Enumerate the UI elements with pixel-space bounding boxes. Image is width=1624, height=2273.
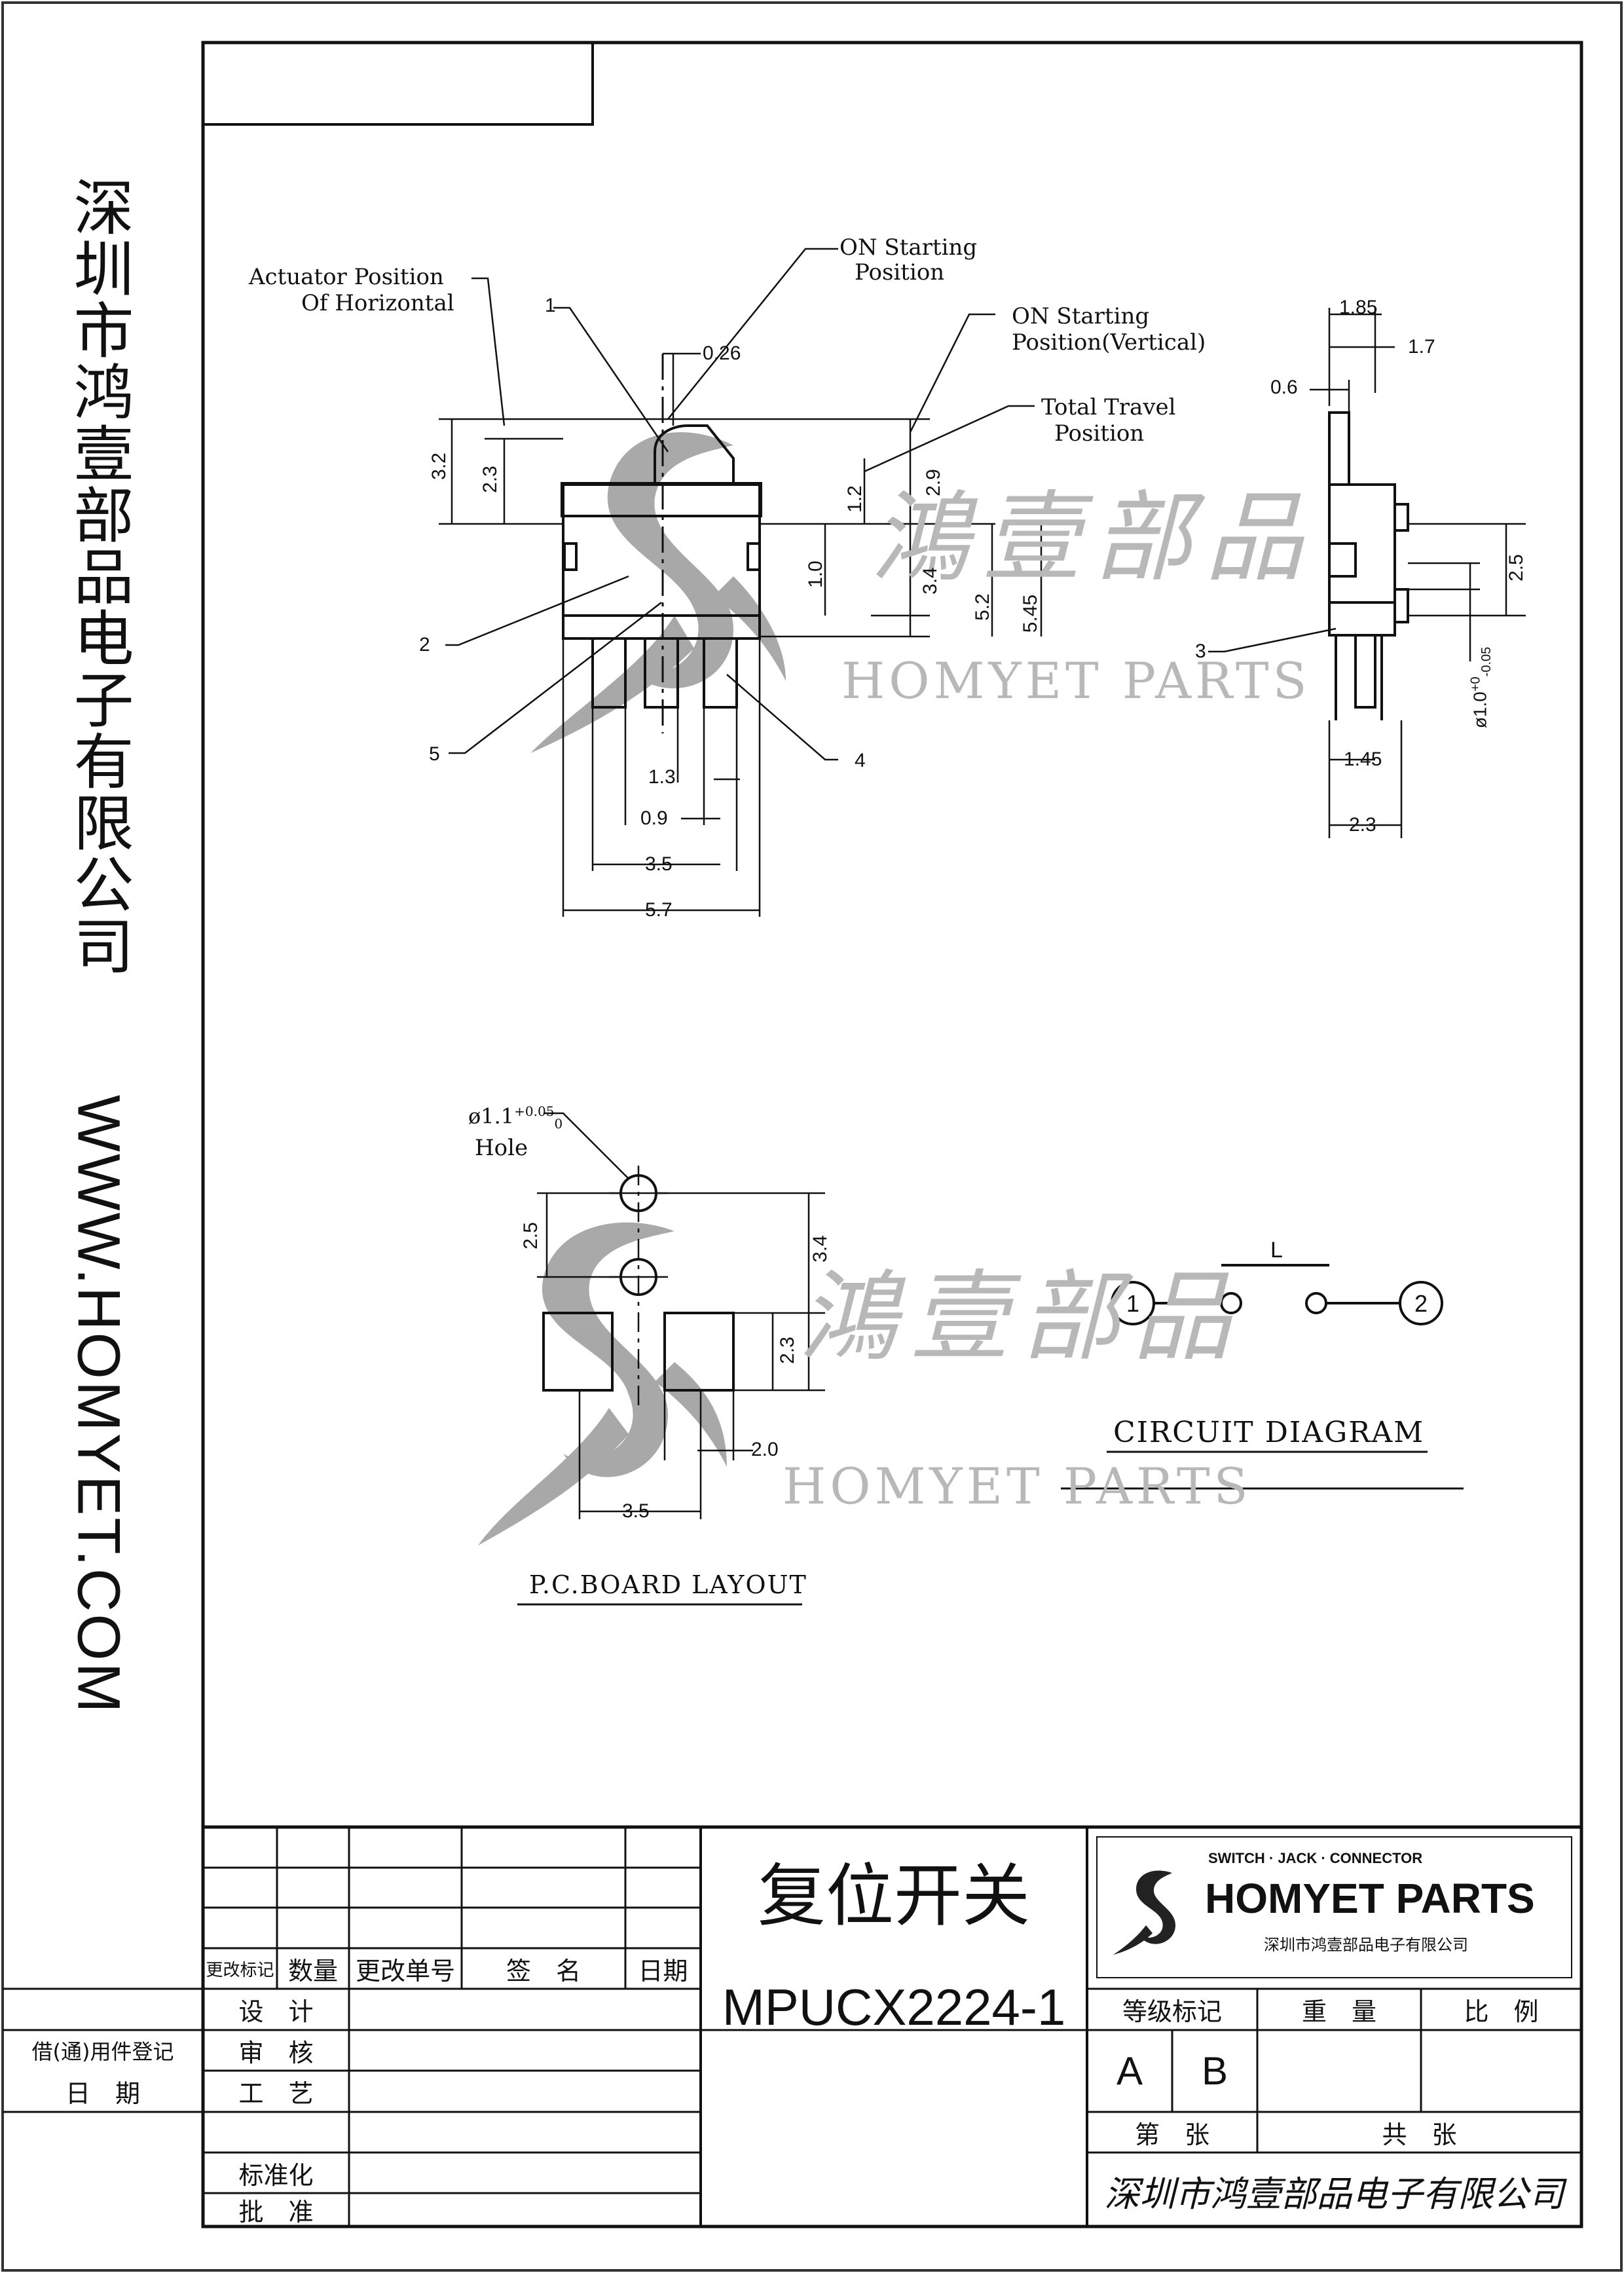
on-start-label-1: ON Starting	[840, 234, 978, 261]
dim-1-45: 1.45	[1344, 748, 1382, 770]
top-left-box	[203, 43, 594, 126]
callout-1: 1	[545, 295, 556, 316]
dim-2-3-side: 2.3	[1349, 814, 1376, 836]
total-travel-label-1: Total Travel	[1041, 394, 1176, 420]
side-dimension-lines	[1208, 308, 1526, 838]
on-start-v-label-1: ON Starting	[1012, 303, 1150, 329]
tb-grade-mark: 等级标记	[1122, 1997, 1222, 2026]
dim-2-3-front: 2.3	[479, 466, 501, 493]
hole-tol-plus: +0.05	[514, 1103, 555, 1119]
dim-1-85: 1.85	[1339, 297, 1378, 318]
total-travel-label-2: Position	[1054, 420, 1145, 447]
side-view	[1328, 411, 1409, 720]
dim-3-2: 3.2	[428, 453, 450, 480]
actuator-label-2: Of Horizontal	[301, 290, 454, 316]
dim-3-5-front: 3.5	[645, 853, 673, 875]
watermark-cn-bottom: 鴻壹部品	[799, 1261, 1245, 1375]
tb-sheet-no: 第 张	[1134, 2120, 1209, 2149]
hole-diameter-label: ø1.1+0.050	[468, 1103, 563, 1132]
tb-sheet-total: 共 张	[1382, 2120, 1457, 2149]
tb-approve: 批 准	[238, 2198, 314, 2227]
tb-process: 工 艺	[238, 2079, 314, 2108]
circuit-node-1: 1	[1126, 1290, 1140, 1317]
tb-grade-a: A	[1116, 2049, 1143, 2093]
front-dimension-lines	[439, 248, 1043, 917]
callout-3: 3	[1195, 640, 1206, 662]
dim-2-5-pcb: 2.5	[519, 1222, 542, 1249]
circuit-node-2: 2	[1414, 1290, 1428, 1317]
website-text: WWW.HOMYET.COM	[65, 1094, 132, 1715]
callout-2: 2	[419, 634, 430, 656]
drawing-frame	[201, 41, 1583, 2228]
pin-tol-plus: +0	[1468, 676, 1483, 692]
on-start-label-2: Position	[855, 259, 945, 286]
dim-0-9: 0.9	[640, 807, 668, 829]
dim-2-9: 2.9	[922, 469, 944, 496]
tb-change-no: 更改单号	[355, 1956, 455, 1986]
dim-1-0: 1.0	[804, 561, 826, 588]
dim-1-3: 1.3	[648, 766, 676, 788]
tb-signature-company: 深圳市鸿壹部品电子有限公司	[1104, 2173, 1564, 2215]
tb-review: 审 核	[238, 2038, 314, 2067]
tb-scale: 比 例	[1464, 1997, 1539, 2026]
dim-2-3-pcb: 2.3	[776, 1337, 798, 1364]
tb-rev-mark: 更改标记	[206, 1960, 274, 1980]
dim-2-5-side: 2.5	[1505, 554, 1527, 582]
tb-design: 设 计	[238, 1997, 314, 2026]
homyet-logo-mark	[1113, 1870, 1175, 1955]
logo-tagline: SWITCH · JACK · CONNECTOR	[1208, 1850, 1423, 1866]
hole-diameter: ø1.1	[468, 1103, 515, 1129]
watermark-cn-top: 鴻壹部品	[871, 481, 1317, 595]
pcb-dimension-lines	[537, 1112, 825, 1519]
tb-standard: 标准化	[238, 2160, 314, 2190]
tb-borrow-register: 借(通)用件登记	[31, 2039, 174, 2064]
circuit-diagram	[1111, 1264, 1443, 1325]
dim-1-7: 1.7	[1408, 336, 1435, 358]
actuator-label-1: Actuator Position	[249, 264, 444, 290]
circuit-diagram-title: CIRCUIT DIAGRAM	[1113, 1416, 1425, 1449]
company-name-text: 深圳市鸿壹部品电子有限公司	[64, 176, 134, 976]
hole-label: Hole	[475, 1135, 528, 1161]
dim-1-2: 1.2	[843, 485, 866, 513]
tb-date: 日期	[638, 1956, 688, 1986]
pin-tol-minus: -0.05	[1479, 646, 1494, 677]
dim-0-26: 0.26	[703, 342, 741, 364]
logo-company: 深圳市鸿壹部品电子有限公司	[1264, 1936, 1468, 1954]
callout-4: 4	[855, 750, 866, 771]
dim-5-7: 5.7	[645, 899, 673, 921]
watermark-en-top: HOMYET PARTS	[841, 652, 1311, 710]
hole-tol-minus: 0	[554, 1116, 563, 1132]
dim-3-4-front: 3.4	[919, 567, 941, 595]
circuit-common: L	[1270, 1238, 1283, 1263]
pin-diameter: ø1.0	[1469, 692, 1490, 729]
tb-date-2: 日 期	[65, 2079, 140, 2108]
dim-2-0: 2.0	[751, 1439, 779, 1460]
pcb-layout-title: P.C.BOARD LAYOUT	[529, 1570, 807, 1599]
logo-name: HOMYET PARTS	[1205, 1875, 1535, 1922]
product-name: 复位开关	[757, 1855, 1030, 1936]
website-vertical: WWW.HOMYET.COM	[62, 1054, 134, 1755]
front-view	[561, 424, 762, 709]
dim-3-4-pcb: 3.4	[809, 1235, 831, 1263]
tb-weight: 重 量	[1301, 1997, 1376, 2026]
company-name-vertical: 深圳市鸿壹部品电子有限公司	[62, 124, 134, 1028]
part-number: MPUCX2224-1	[722, 1978, 1066, 2036]
dim-5-2: 5.2	[971, 593, 993, 621]
dim-3-5-pcb: 3.5	[622, 1500, 650, 1522]
tb-grade-b: B	[1201, 2049, 1228, 2093]
tb-quantity: 数量	[287, 1956, 338, 1986]
tb-signature: 签 名	[506, 1956, 581, 1986]
pin-diameter-label: ø1.0+0-0.05	[1468, 647, 1494, 728]
watermark-logo-bottom	[478, 1222, 727, 1545]
title-block-grid	[3, 1825, 1581, 2227]
watermark-en-bottom: HOMYET PARTS	[783, 1457, 1252, 1515]
watermark-logo-top	[530, 432, 786, 753]
dim-0-6: 0.6	[1270, 377, 1298, 398]
callout-5: 5	[429, 743, 440, 765]
on-start-v-label-2: Position(Vertical)	[1012, 329, 1206, 356]
dim-5-45: 5.45	[1020, 594, 1042, 633]
